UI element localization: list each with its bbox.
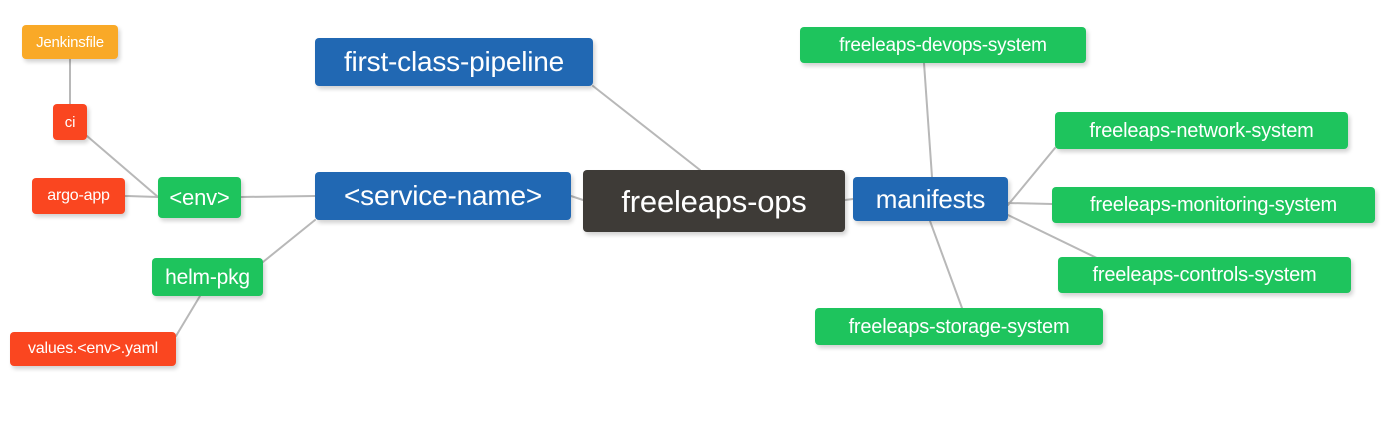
node-label: freeleaps-controls-system — [1092, 264, 1317, 286]
edge-helm-pkg-to-values-env-yaml — [175, 295, 201, 337]
mindmap-node-freeleaps-monitoring-system[interactable]: freeleaps-monitoring-system — [1052, 187, 1375, 223]
edge-argo-app-to-env — [124, 195, 159, 198]
mindmap-node-freeleaps-storage-system[interactable]: freeleaps-storage-system — [815, 308, 1103, 345]
edge-service-name-to-helm-pkg — [262, 219, 316, 263]
node-label: freeleaps-ops — [621, 183, 807, 219]
mindmap-node-values-env-yaml[interactable]: values.<env>.yaml — [10, 332, 176, 366]
mindmap-node-jenkinsfile[interactable]: Jenkinsfile — [22, 25, 118, 59]
node-label: freeleaps-monitoring-system — [1090, 194, 1337, 216]
node-label: freeleaps-devops-system — [839, 34, 1047, 56]
edge-manifests-to-freeleaps-network-system — [1007, 147, 1056, 206]
node-label: Jenkinsfile — [36, 33, 104, 51]
mindmap-node-helm-pkg[interactable]: helm-pkg — [152, 258, 263, 296]
edge-first-class-pipeline-to-freeleaps-ops — [592, 85, 701, 171]
mindmap-node-manifests[interactable]: manifests — [853, 177, 1008, 221]
node-label: freeleaps-storage-system — [848, 315, 1070, 338]
edge-manifests-to-freeleaps-devops-system — [923, 62, 933, 178]
node-label: values.<env>.yaml — [27, 340, 158, 357]
mindmap-node-freeleaps-ops[interactable]: freeleaps-ops — [583, 170, 845, 232]
node-label: <env> — [169, 184, 230, 210]
edge-freeleaps-ops-to-manifests — [844, 198, 854, 201]
node-label: manifests — [875, 184, 986, 214]
mindmap-node-freeleaps-devops-system[interactable]: freeleaps-devops-system — [800, 27, 1086, 63]
node-label: first-class-pipeline — [343, 46, 565, 77]
node-label: argo-app — [47, 187, 110, 204]
edge-manifests-to-freeleaps-monitoring-system — [1007, 202, 1053, 205]
edge-env-to-service-name — [240, 195, 316, 198]
mindmap-node-freeleaps-network-system[interactable]: freeleaps-network-system — [1055, 112, 1348, 149]
mindmap-node-freeleaps-controls-system[interactable]: freeleaps-controls-system — [1058, 257, 1351, 293]
mindmap-node-env[interactable]: <env> — [158, 177, 241, 218]
mindmap-node-argo-app[interactable]: argo-app — [32, 178, 125, 214]
node-label: helm-pkg — [165, 265, 250, 289]
edge-service-name-to-freeleaps-ops — [570, 195, 584, 201]
mindmap-node-first-class-pipeline[interactable]: first-class-pipeline — [315, 38, 593, 86]
edge-manifests-to-freeleaps-storage-system — [929, 220, 963, 309]
mindmap-node-ci[interactable]: ci — [53, 104, 87, 140]
node-label: freeleaps-network-system — [1089, 119, 1314, 142]
mindmap-node-service-name[interactable]: <service-name> — [315, 172, 571, 220]
node-label: <service-name> — [344, 180, 542, 211]
node-label: ci — [64, 113, 76, 131]
